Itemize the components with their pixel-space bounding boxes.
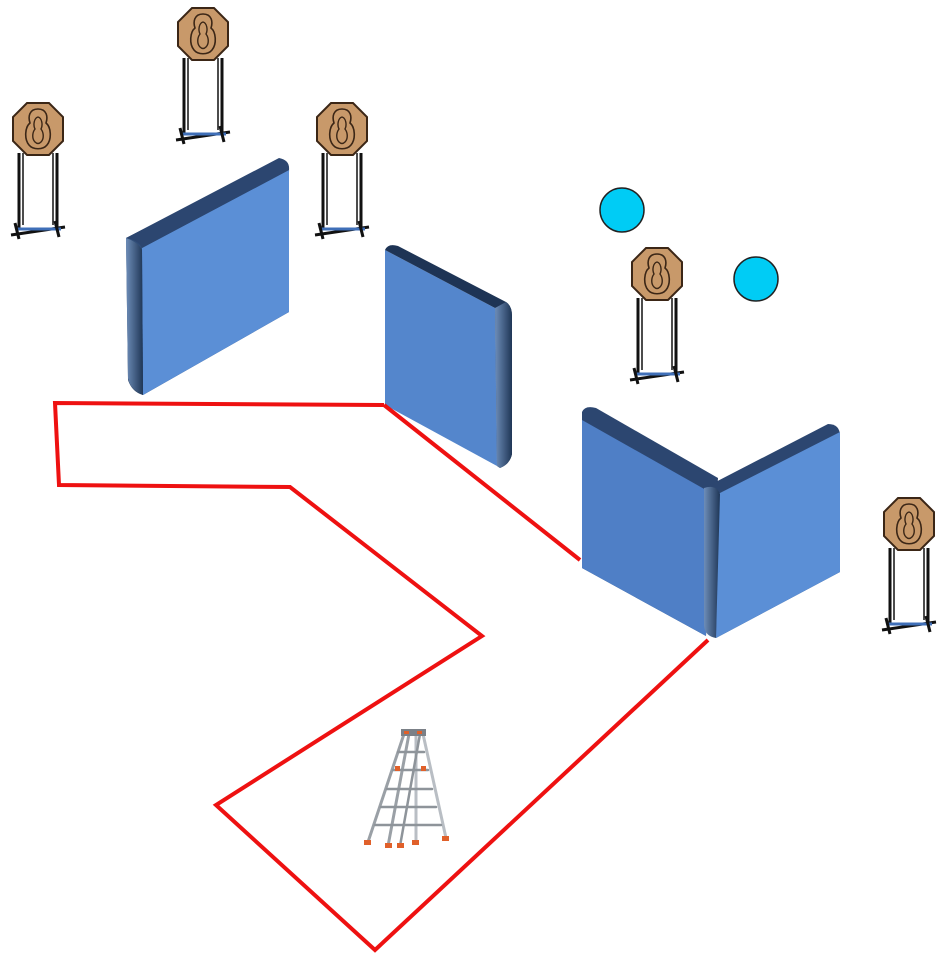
barricade-wall-icon-3	[582, 407, 840, 638]
paper-target-icon-1	[174, 6, 232, 146]
paper-target-icon-2	[9, 101, 67, 241]
barricade-wall-icon-1	[126, 158, 290, 395]
barricade-wall-icon-2	[385, 245, 512, 468]
paper-target-icon-4	[628, 246, 686, 386]
shooting-area-boundary	[52, 400, 710, 953]
paper-target-icon-5	[880, 496, 937, 636]
paper-target-icon-3	[313, 101, 371, 241]
steel-plate-icon-1	[599, 187, 645, 233]
step-ladder-icon	[364, 729, 449, 848]
steel-plate-icon-2	[733, 256, 779, 302]
shooting-area-boundary-fault-line	[382, 403, 582, 562]
